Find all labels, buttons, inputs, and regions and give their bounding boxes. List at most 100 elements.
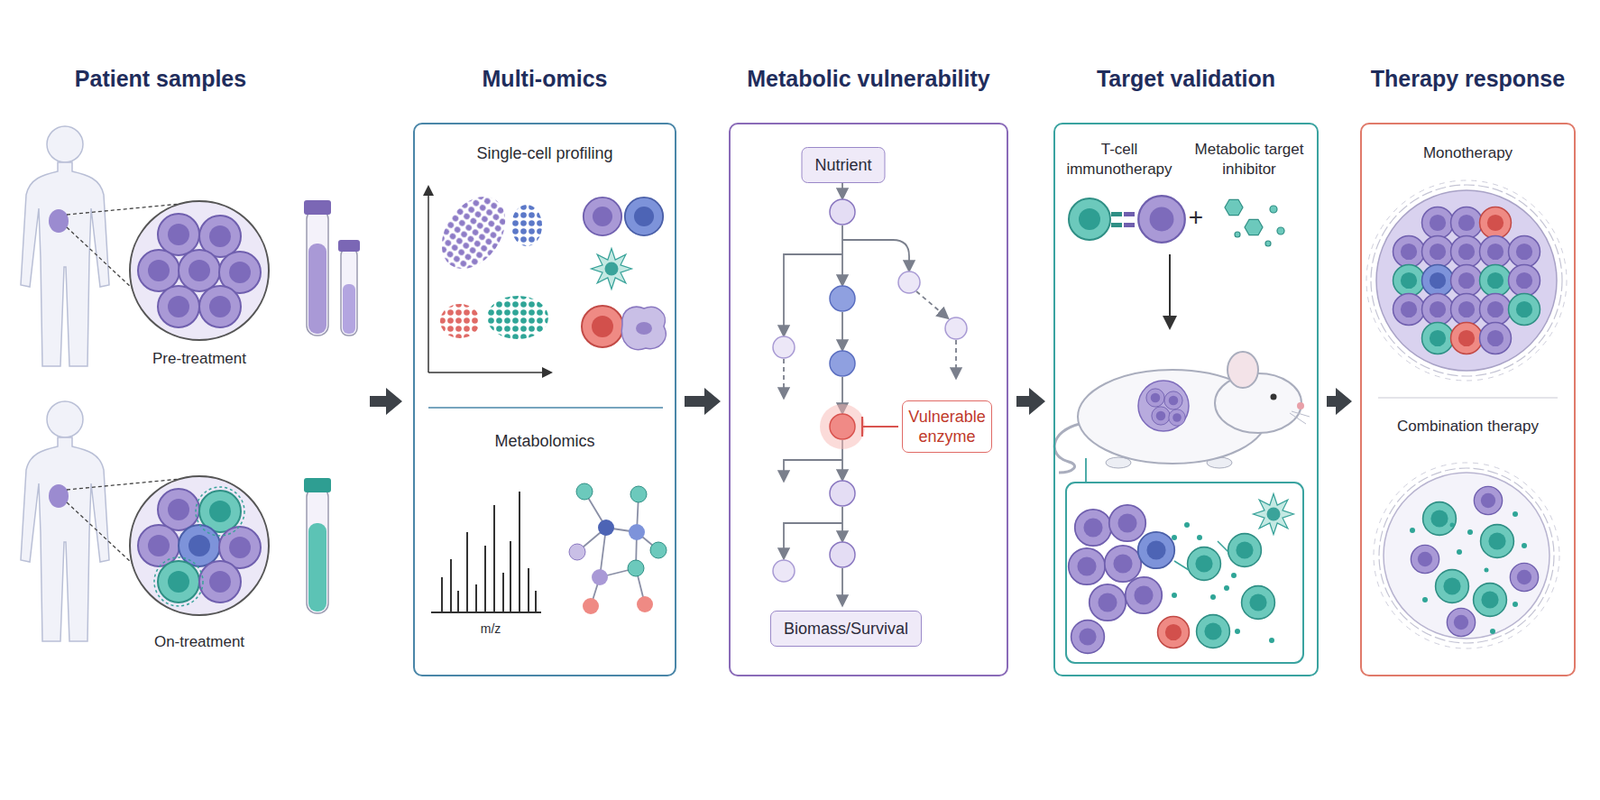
- sample-tubes-part: [338, 239, 360, 252]
- pathway-metabolites-part: [829, 413, 856, 440]
- tumor-microenvironment-part: [1068, 548, 1105, 585]
- tcell-tumor-part: [1111, 222, 1122, 228]
- monotherapy-tumor-part-part: [1508, 265, 1541, 297]
- patient-figures-part: [20, 126, 110, 367]
- column-heading: Patient samples: [74, 65, 247, 92]
- mouse-part: [1289, 411, 1310, 424]
- tumor-microenvironment-part-part: [1268, 637, 1275, 644]
- monotherapy-tumor-part-part: [1508, 294, 1541, 326]
- scatter-plot-part: [428, 371, 551, 374]
- monotherapy-tumor-part-part: [1422, 294, 1454, 326]
- box-text: Vulnerable enzyme: [908, 406, 986, 447]
- inhibitor-molecules-part: [1277, 227, 1285, 235]
- metabolite-network-part: [597, 519, 615, 536]
- combination-tumor-part: [1480, 524, 1515, 559]
- combination-tumor-part: [1379, 468, 1555, 644]
- panel-heading: Target validation: [1017, 64, 1355, 92]
- sample-tubes-part: [303, 478, 332, 493]
- divider: [428, 406, 663, 409]
- panel-frame: [1053, 122, 1319, 677]
- tumor-microenvironment-part-part: [1196, 534, 1203, 541]
- process-box: Nutrient: [800, 147, 885, 184]
- pathway-metabolites-part: [829, 542, 856, 568]
- monotherapy-tumor-part-part: [1480, 322, 1512, 355]
- tumor-magnified-part: [137, 487, 261, 607]
- pathway: [783, 182, 957, 605]
- tumor-magnified-part-part: [157, 488, 200, 531]
- box-text: Nutrient: [814, 155, 872, 175]
- patient-figures-part: [48, 484, 69, 508]
- box-text: Biomass/Survival: [783, 618, 909, 639]
- combination-tumor-part: [1423, 502, 1457, 536]
- combination-tumor-part: [1435, 570, 1470, 604]
- sample-tubes-part: [306, 209, 329, 336]
- monotherapy-tumor-part: [1370, 184, 1563, 377]
- panel-label: Combination therapy: [1364, 416, 1572, 437]
- pathway-metabolites: [772, 199, 967, 582]
- divider: [1378, 396, 1558, 398]
- flow-arrow: [1016, 387, 1046, 415]
- tumor-magnified-part-part: [195, 487, 245, 536]
- monotherapy-tumor-part-part: [1451, 207, 1483, 240]
- monotherapy-tumor: [1366, 180, 1567, 381]
- cell-types-part: [621, 306, 666, 350]
- scatter-plot-part: [427, 187, 430, 373]
- tcell-tumor: [1068, 195, 1186, 243]
- combination-tumor-part-part: [1467, 529, 1473, 535]
- cell-types-part: [625, 197, 663, 236]
- pathway-part: [955, 340, 957, 378]
- sample-tubes-part: [342, 284, 356, 334]
- tumor-microenvironment-part: [1104, 545, 1141, 582]
- mass-spectrum: [431, 491, 542, 613]
- inhibitor-molecules: [1224, 199, 1285, 247]
- tumor-microenvironment-part-part: [1231, 572, 1237, 579]
- metabolite-network-part: [576, 483, 593, 500]
- pathway-metabolites-part: [829, 199, 856, 225]
- sample-tubes-part: [308, 243, 327, 334]
- panel-frame: [728, 122, 1009, 677]
- sample-label: Pre-treatment: [152, 349, 247, 368]
- pathway-metabolites-part: [772, 560, 795, 582]
- metabolite-network-part: [636, 596, 653, 613]
- sample-tubes-part: [306, 487, 329, 614]
- combination-tumor-part: [1446, 607, 1475, 636]
- metabolite-network-part: [569, 543, 586, 561]
- tumor-microenvironment-part: [1228, 533, 1262, 568]
- tumor-microenvironment-part: [1071, 620, 1105, 654]
- patient-figures: [20, 126, 185, 642]
- sample-tubes-part: [303, 200, 332, 215]
- combination-tumor-part: [1373, 462, 1560, 649]
- monotherapy-tumor-part-part: [1480, 265, 1512, 297]
- metabolite-network-part: [650, 542, 667, 559]
- monotherapy-tumor-part: [1393, 207, 1541, 355]
- cell-types-part: [581, 305, 624, 348]
- tumor-microenvironment-part: [1174, 541, 1229, 571]
- pathway-metabolites-part: [819, 404, 865, 450]
- scatter-plot-part: [511, 204, 543, 247]
- tumor-magnified-part-part: [178, 249, 221, 292]
- process-box: Biomass/Survival: [770, 610, 922, 647]
- combination-tumor-part: [1410, 544, 1439, 573]
- mouse-part: [1164, 391, 1183, 410]
- metabolite-network-part: [577, 491, 659, 607]
- tumor-microenvironment-part: [1187, 547, 1222, 581]
- tumor-microenvironment-part: [1138, 532, 1175, 569]
- pathway-part: [841, 312, 844, 350]
- tumor-magnified-part-part: [199, 560, 241, 603]
- inhibitor-molecules-part: [1224, 199, 1243, 215]
- tumor-microenvironment-part: [1085, 458, 1087, 483]
- tumor-microenvironment-part: [1066, 482, 1304, 663]
- combination-tumor-part-part: [1422, 597, 1428, 603]
- scatter-plot: [428, 184, 551, 373]
- tumor-microenvironment-part: [1158, 616, 1190, 649]
- tumor-microenvironment-part: [1196, 615, 1231, 649]
- mouse-part: [1138, 380, 1189, 432]
- tumor-microenvironment-part: [1075, 509, 1112, 546]
- panel-frame: [413, 122, 677, 677]
- pathway-metabolites-part: [829, 285, 856, 312]
- tumor-microenvironment-part-part: [1171, 534, 1178, 541]
- tumor-microenvironment-part: [1125, 577, 1162, 614]
- monotherapy-tumor-part: [1376, 190, 1557, 371]
- panel: Target validationT-cell immunotherapyMet…: [1053, 54, 1319, 677]
- down-arrow: [1168, 254, 1171, 327]
